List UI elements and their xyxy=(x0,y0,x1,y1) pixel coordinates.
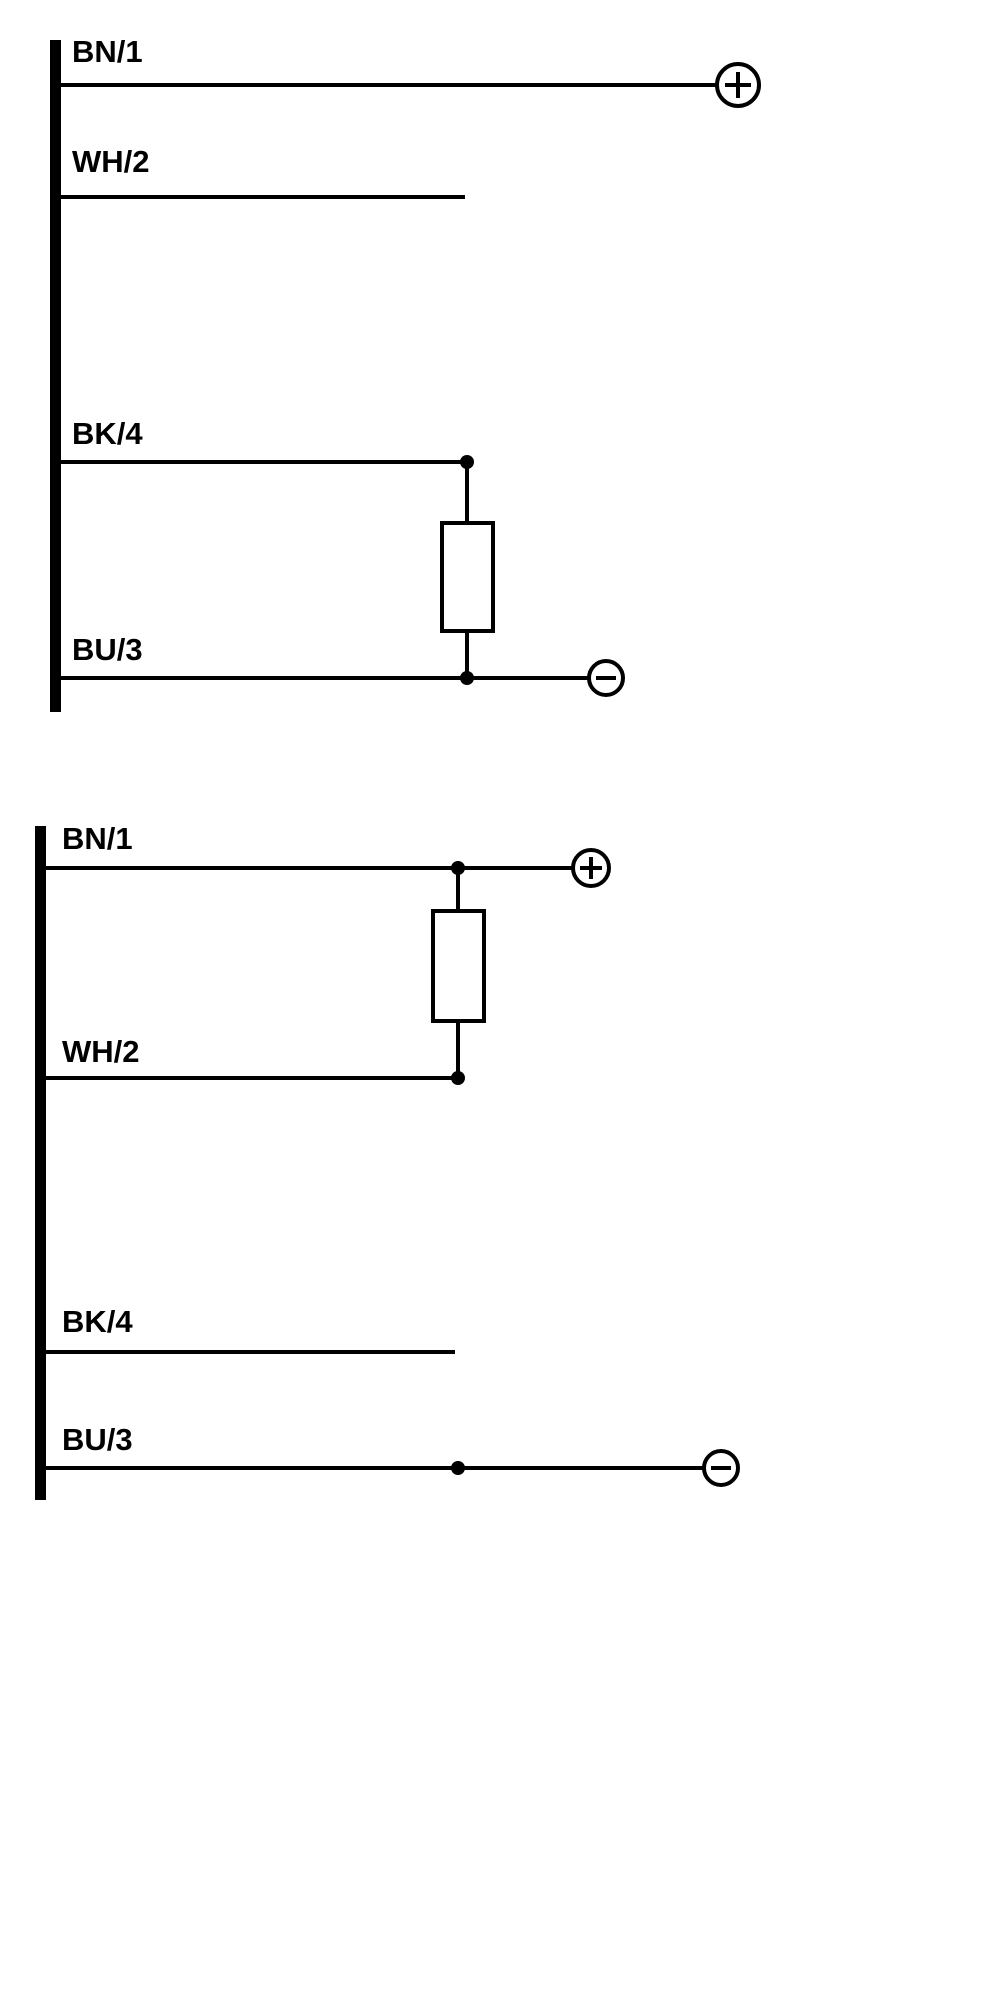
junction-dot xyxy=(451,1461,465,1475)
junction-dot xyxy=(451,1071,465,1085)
connector-bus-bar xyxy=(35,826,46,1500)
wire-label-bn1: BN/1 xyxy=(62,821,133,856)
wire-label-bu3: BU/3 xyxy=(72,632,143,667)
minus-terminal-icon xyxy=(587,659,625,697)
plus-terminal-icon xyxy=(715,62,761,108)
plus-terminal-icon xyxy=(571,848,611,888)
wire-label-bn1: BN/1 xyxy=(72,34,143,69)
wire-label-wh2: WH/2 xyxy=(62,1034,140,1069)
wire-label-wh2: WH/2 xyxy=(72,144,150,179)
load-resistor xyxy=(440,521,495,633)
load-resistor xyxy=(431,909,486,1023)
junction-dot xyxy=(460,671,474,685)
connector-bus-bar xyxy=(50,40,61,712)
wire-label-bk4: BK/4 xyxy=(62,1304,133,1339)
wire-label-bu3: BU/3 xyxy=(62,1422,133,1457)
wiring-diagram-bottom: BN/1 WH/2 BK/4 BU/3 xyxy=(35,821,740,1500)
minus-terminal-icon xyxy=(702,1449,740,1487)
wiring-diagram-top: BN/1 WH/2 BK/4 BU/3 xyxy=(50,34,761,712)
wire-label-bk4: BK/4 xyxy=(72,416,143,451)
